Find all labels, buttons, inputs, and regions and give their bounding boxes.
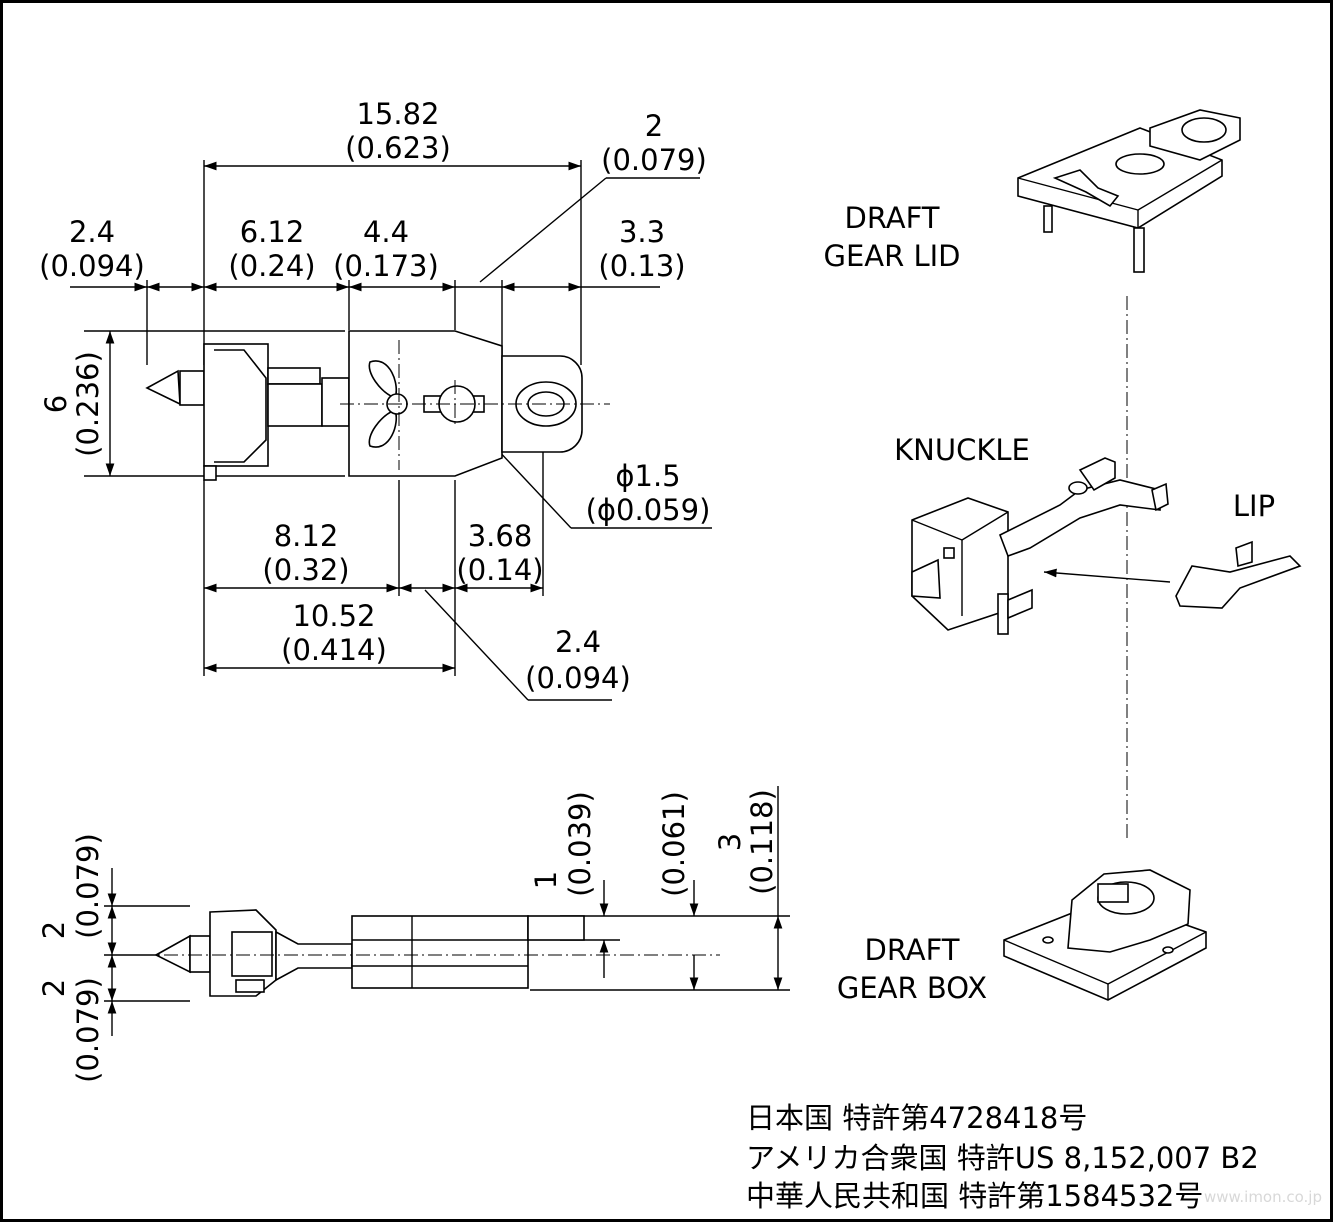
draft-gear-lid-illustration xyxy=(1017,109,1241,273)
dim-side-lower-in: (0.079) xyxy=(71,977,105,1083)
label-lid-line2: GEAR LID xyxy=(823,239,960,273)
dim-lower-offset-in: (0.094) xyxy=(525,661,631,695)
label-box-line1: DRAFT xyxy=(864,933,959,967)
dim-tail-in: (0.13) xyxy=(598,249,685,283)
dim-offset-2: 2 xyxy=(645,109,663,143)
dim-side-3-in: (0.118) xyxy=(745,789,779,895)
dim-side-061-in: (0.061) xyxy=(657,791,691,897)
label-lip: LIP xyxy=(1233,489,1275,523)
label-box-line2: GEAR BOX xyxy=(837,971,987,1005)
dimension-labels: 15.82 (0.623) 2 (0.079) 2.4 (0.094) 6.12… xyxy=(37,97,779,1083)
dim-head-in: (0.24) xyxy=(228,249,315,283)
patent-japan: 日本国 特許第4728418号 xyxy=(746,1101,1087,1135)
dim-gap-in: (0.14) xyxy=(456,553,543,587)
dim-tip-in: (0.094) xyxy=(39,249,145,283)
dim-pivot: 8.12 xyxy=(274,519,339,553)
dim-tail: 3.3 xyxy=(619,215,665,249)
dim-mid-in: (0.173) xyxy=(333,249,439,283)
dim-overall-length: 15.82 xyxy=(356,97,439,131)
side-view xyxy=(104,786,790,1036)
knuckle-illustration xyxy=(911,457,1169,635)
patent-notes: 日本国 特許第4728418号 アメリカ合衆国 特許US 8,152,007 B… xyxy=(746,1101,1259,1213)
dim-side-upper: 2 xyxy=(37,921,71,939)
dim-hole: ϕ1.5 xyxy=(615,459,680,493)
dim-mid: 4.4 xyxy=(363,215,409,249)
dim-height-in: (0.236) xyxy=(71,351,105,457)
dim-tip: 2.4 xyxy=(69,215,115,249)
part-labels: DRAFT GEAR LID KNUCKLE LIP DRAFT GEAR BO… xyxy=(823,201,1275,1005)
draft-gear-box-illustration xyxy=(1003,869,1207,1001)
dim-gap: 3.68 xyxy=(468,519,533,553)
dim-lower-offset: 2.4 xyxy=(555,625,601,659)
top-view xyxy=(70,160,712,701)
dim-side-upper-in: (0.079) xyxy=(71,833,105,939)
lip-illustration xyxy=(1043,540,1302,609)
dim-side-3: 3 xyxy=(713,833,747,851)
dim-hole-in: (ϕ0.059) xyxy=(586,493,711,527)
label-lid-line1: DRAFT xyxy=(844,201,939,235)
dim-offset-2-in: (0.079) xyxy=(601,143,707,177)
dim-height: 6 xyxy=(39,395,73,413)
dim-side-lower: 2 xyxy=(37,979,71,997)
watermark: www.imon.co.jp xyxy=(1204,1188,1322,1206)
dim-base: 10.52 xyxy=(292,599,375,633)
dim-head: 6.12 xyxy=(240,215,305,249)
dim-pivot-in: (0.32) xyxy=(262,553,349,587)
patent-china: 中華人民共和国 特許第1584532号 xyxy=(746,1179,1203,1213)
dim-side-1-in: (0.039) xyxy=(563,791,597,897)
dim-side-1: 1 xyxy=(529,871,563,889)
label-knuckle: KNUCKLE xyxy=(894,433,1030,467)
lip-assembly-arrow xyxy=(1043,568,1171,583)
patent-us: アメリカ合衆国 特許US 8,152,007 B2 xyxy=(746,1141,1259,1175)
dim-base-in: (0.414) xyxy=(281,633,387,667)
dim-overall-length-in: (0.623) xyxy=(345,131,451,165)
